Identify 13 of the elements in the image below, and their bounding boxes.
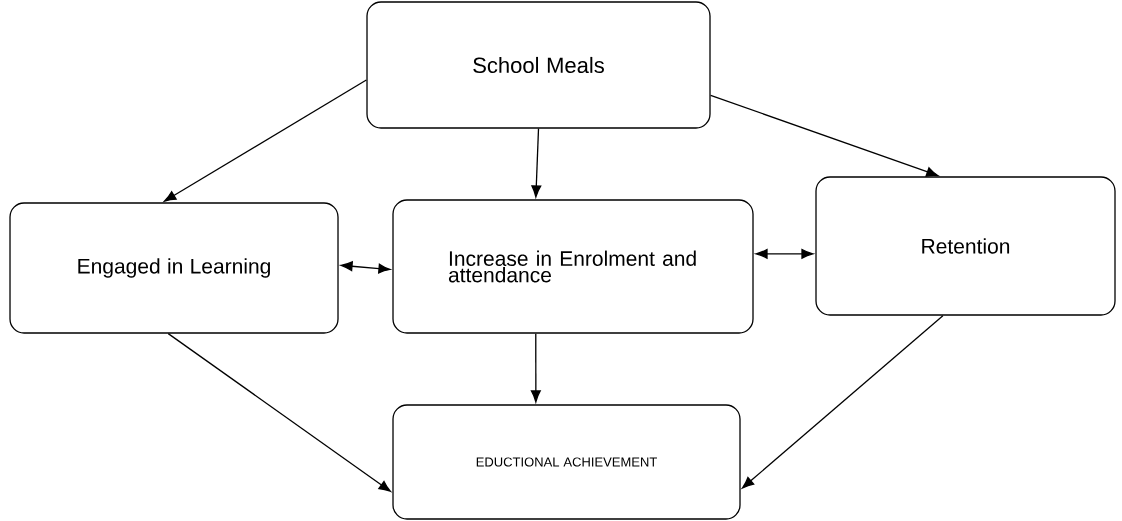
arrow [531, 128, 542, 198]
rounded-box: Increase in Enrolment and attendance [392, 199, 754, 334]
arrow [340, 261, 391, 274]
arrow [755, 248, 814, 259]
arrow [164, 79, 367, 202]
rounded-box: School Meals [366, 1, 711, 129]
rounded-box: Retention [815, 176, 1116, 316]
rounded-box: EDUCTIONAL ACHIEVEMENT [392, 404, 741, 520]
arrow [167, 333, 391, 492]
arrow [741, 315, 944, 489]
arrow [530, 333, 541, 403]
arrow [710, 94, 939, 177]
rounded-box: Engaged in Learning [9, 202, 339, 334]
